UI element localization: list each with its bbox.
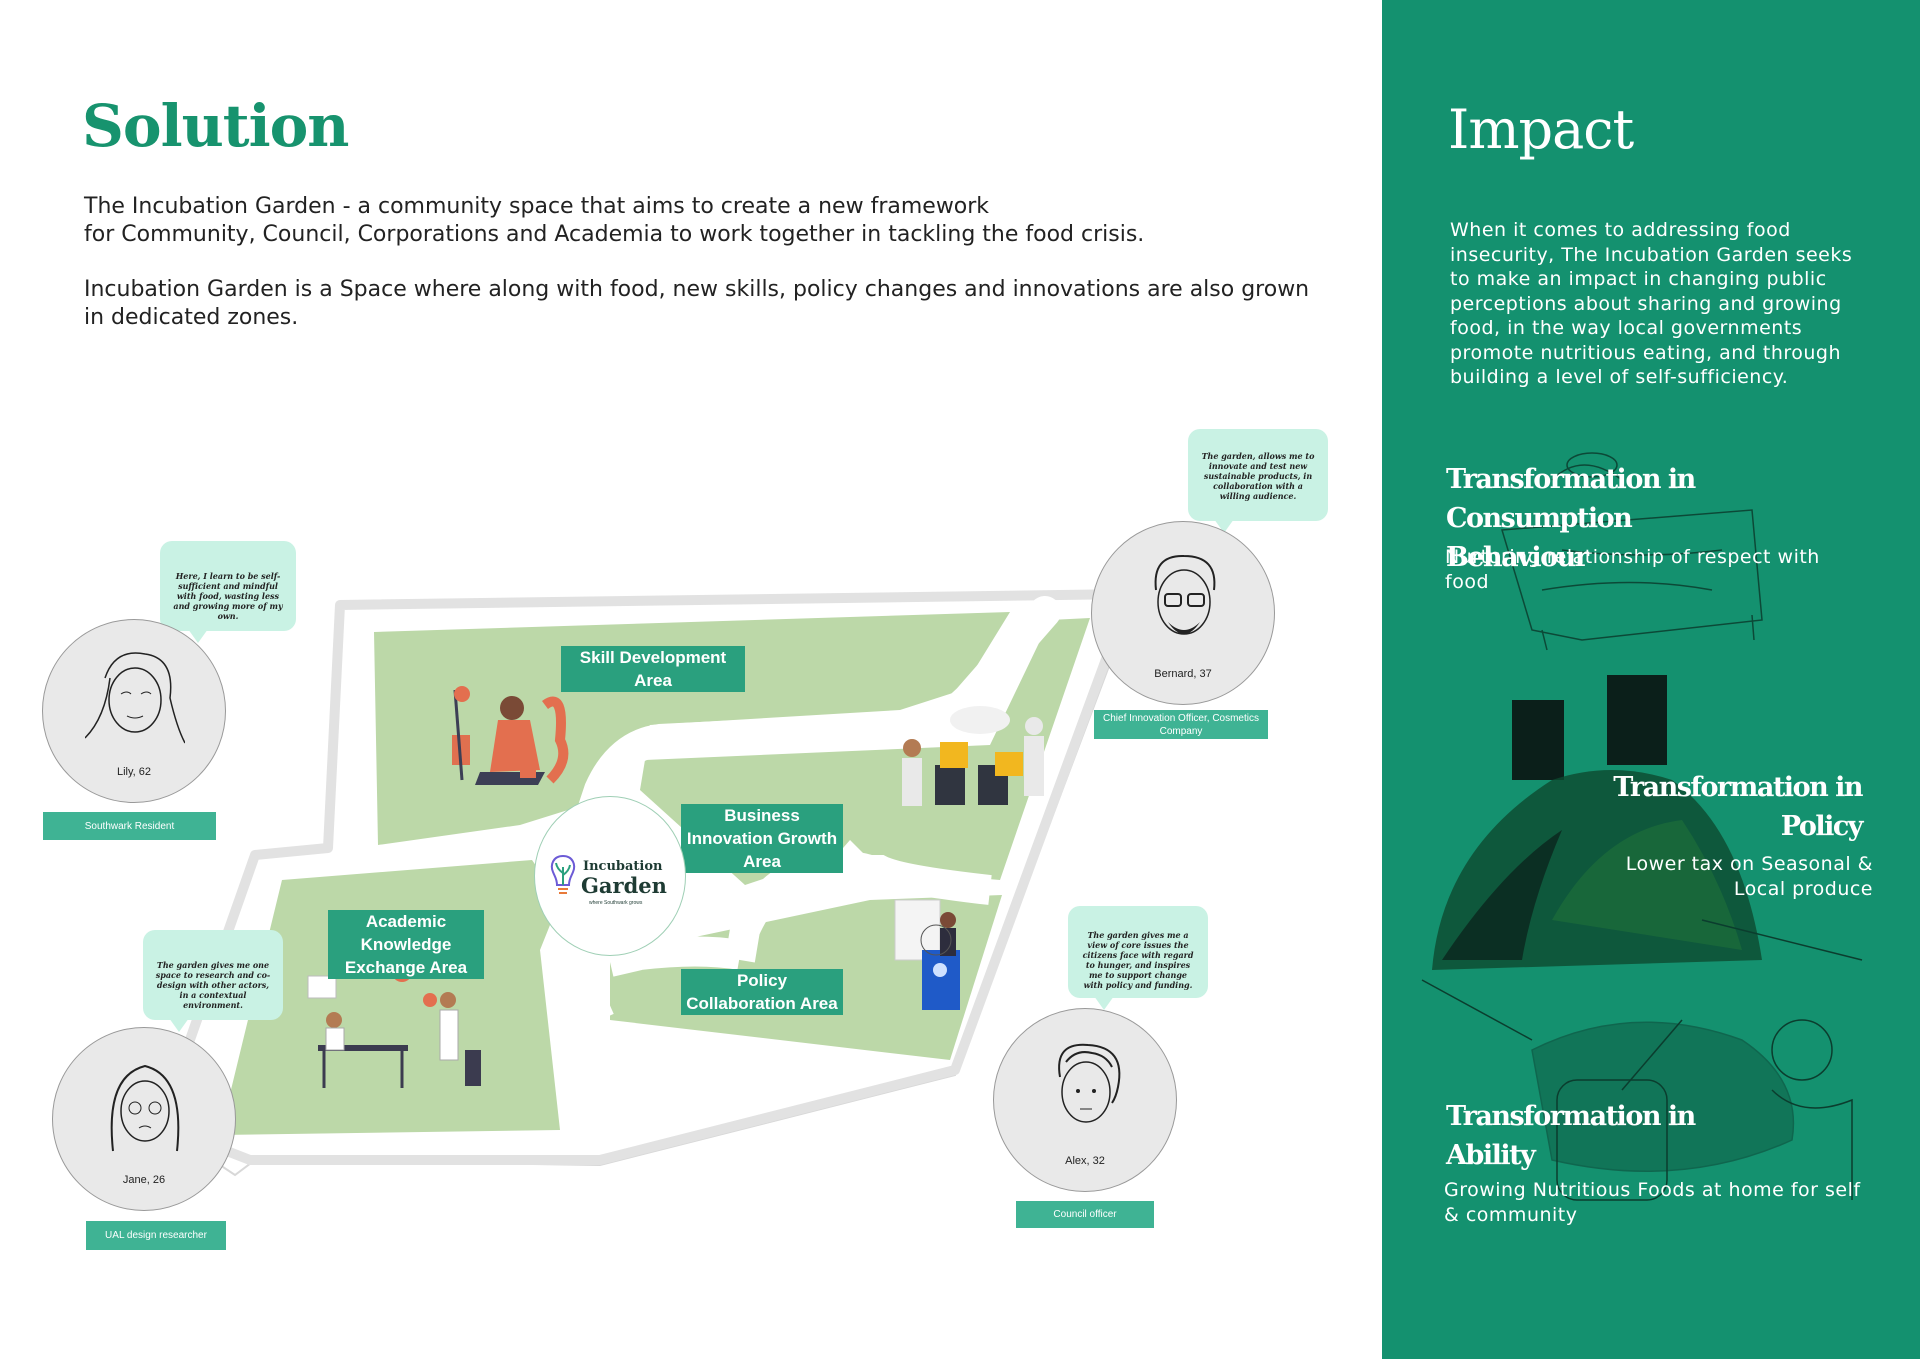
solution-intro: The Incubation Garden - a community spac… [84,193,1324,249]
gardening-illustration [452,686,569,785]
jane-portrait-icon [110,1064,180,1152]
bernard-role-badge: Chief Innovation Officer, Cosmetics Comp… [1094,710,1268,739]
alex-quote: The garden gives me a view of core issue… [1082,930,1194,990]
alex-avatar: Alex, 32 [993,1008,1177,1192]
consumption-behaviour-subtitle: Nurturing relationship of respect with f… [1445,546,1820,593]
alex-quote-bubble: The garden gives me a view of core issue… [1068,906,1208,1010]
alex-name: Alex, 32 [1065,1155,1105,1167]
policy-transformation-title: Transformation in Policy [1613,772,1863,842]
solution-section: Solution The Incubation Garden - a commu… [42,92,1328,1250]
skill-development-area-label: Skill Development Area [561,646,745,692]
lily-portrait-icon [85,652,185,744]
lily-role-badge: Southwark Resident [43,812,216,840]
bernard-avatar: Bernard, 37 [1091,521,1275,705]
skill-development-zone [374,612,1010,845]
intro-line-1: The Incubation Garden - a community spac… [84,194,990,219]
bernard-quote-bubble: The garden, allows me to innovate and te… [1188,429,1328,533]
lily-avatar: Lily, 62 [42,619,226,803]
lily-quote-bubble: Here, I learn to be self-sufficient and … [160,541,296,643]
solution-description: Incubation Garden is a Space where along… [84,277,1310,330]
ability-transformation-title: Transformation in Ability [1446,1101,1696,1171]
academic-exchange-area-label: Academic Knowledge Exchange Area [328,910,484,979]
jane-quote-bubble: The garden gives me one space to researc… [143,930,283,1032]
policy-transformation-subtitle: Lower tax on Seasonal & Local produce [1625,853,1873,900]
logo-line-1: Incubation [583,859,663,874]
policy-collaboration-area-label: Policy Collaboration Area [681,969,843,1015]
produce-stall-sketch [1421,675,1863,1041]
logo-tagline: where Southwark grows [589,900,643,906]
incubation-garden-logo: Incubation Garden where Southwark grows [534,796,686,956]
bernard-name: Bernard, 37 [1154,668,1212,680]
jane-role-badge: UAL design researcher [86,1221,226,1250]
alex-portrait-icon [1058,1043,1121,1123]
jane-quote: The garden gives me one space to researc… [155,960,271,1010]
sketch-illustrations [1421,452,1863,1201]
ability-transformation-subtitle: Growing Nutritious Foods at home for sel… [1444,1179,1861,1226]
market-stall-sketch [1501,452,1763,651]
solution-title: Solution [82,92,349,160]
lily-quote: Here, I learn to be self-sufficient and … [173,571,283,621]
alex-role-badge: Council officer [1016,1201,1154,1228]
impact-description: When it comes to addressing food insecur… [1450,219,1853,388]
bernard-portrait-icon [1154,554,1216,635]
impact-panel: Impact When it comes to addressing food … [1382,0,1920,1359]
gardener-sketch [1531,1019,1853,1201]
garden-map [155,589,1138,1177]
lily-name: Lily, 62 [116,766,152,778]
consumption-behaviour-title: Transformation in Consumption Behaviour [1446,464,1696,573]
impact-title: Impact [1448,98,1634,161]
jane-avatar: Jane, 26 [52,1027,236,1211]
business-innovation-area-label: Business Innovation Growth Area [681,804,843,873]
logo-line-2: Garden [581,873,667,898]
bernard-quote: The garden, allows me to innovate and te… [1201,451,1315,501]
lightbulb-icon [550,854,576,894]
intro-line-2: for Community, Council, Corporations and… [84,222,1145,247]
jane-name: Jane, 26 [122,1174,166,1186]
beekeeping-illustration [902,706,1044,806]
podium-illustration [894,899,960,1010]
